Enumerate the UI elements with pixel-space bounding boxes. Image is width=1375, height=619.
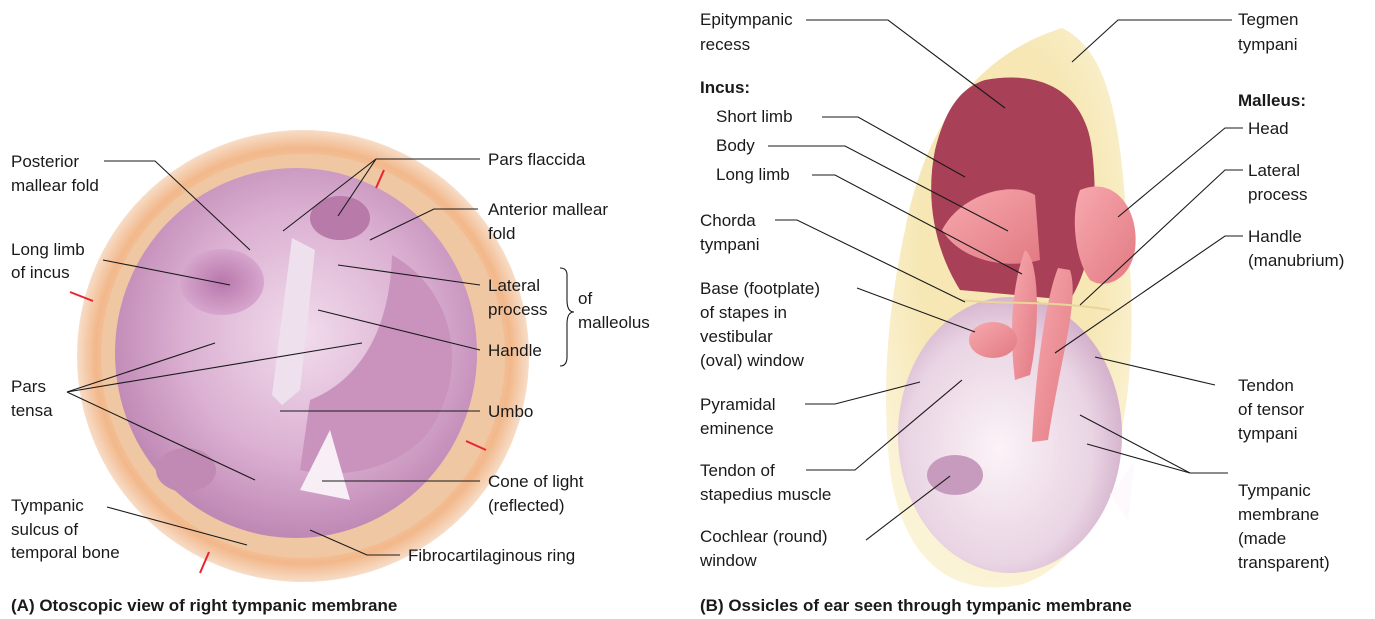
label-tegmen-tympani-1: Tegmen [1238, 10, 1298, 29]
label-tympanic-membrane-4: transparent) [1238, 553, 1330, 572]
label-long-limb: Long limb [716, 165, 790, 184]
ossicles-illustration [886, 28, 1136, 587]
label-handle: Handle [488, 341, 542, 360]
caption-panel-b: (B) Ossicles of ear seen through tympani… [700, 596, 1132, 615]
label-tendon-tensor-2: of tensor [1238, 400, 1304, 419]
label-long-limb-incus-1: Long limb [11, 240, 85, 259]
label-handle-manubrium-2: (manubrium) [1248, 251, 1344, 270]
leader-head [1118, 128, 1243, 217]
label-posterior-mallear-fold-2: mallear fold [11, 176, 99, 195]
label-fibrocartilaginous-ring: Fibrocartilaginous ring [408, 546, 575, 565]
label-tympanic-sulcus-3: temporal bone [11, 543, 120, 562]
label-epitympanic-recess-2: recess [700, 35, 750, 54]
label-posterior-mallear-fold-1: Posterior [11, 152, 79, 171]
label-cochlear-window-1: Cochlear (round) [700, 527, 828, 546]
label-chorda-tympani-1: Chorda [700, 211, 756, 230]
label-long-limb-incus-2: of incus [11, 263, 70, 282]
label-lateral-process-2: process [488, 300, 548, 319]
otoscopic-illustration [77, 130, 529, 582]
label-pars-tensa-1: Pars [11, 377, 46, 396]
label-lateral-process-b-1: Lateral [1248, 161, 1300, 180]
label-base-stapes-4: (oval) window [700, 351, 805, 370]
label-tendon-tensor-3: tympani [1238, 424, 1298, 443]
label-cochlear-window-2: window [699, 551, 757, 570]
label-base-stapes-2: of stapes in [700, 303, 787, 322]
label-pyramidal-eminence-1: Pyramidal [700, 395, 776, 414]
label-tympanic-membrane-1: Tympanic [1238, 481, 1311, 500]
round-window-shape [927, 455, 983, 495]
label-tympanic-sulcus-2: sulcus of [11, 520, 78, 539]
label-base-stapes-1: Base (footplate) [700, 279, 820, 298]
label-of-malleolus-2: malleolus [578, 313, 650, 332]
label-incus-heading: Incus: [700, 78, 750, 97]
label-base-stapes-3: vestibular [700, 327, 773, 346]
label-cone-of-light-1: Cone of light [488, 472, 584, 491]
malleus-head-shape [1075, 186, 1136, 283]
label-tympanic-membrane-3: (made [1238, 529, 1286, 548]
label-tympanic-membrane-2: membrane [1238, 505, 1319, 524]
label-tendon-stapedius-2: stapedius muscle [700, 485, 831, 504]
label-chorda-tympani-2: tympani [700, 235, 760, 254]
label-anterior-mallear-fold-2: fold [488, 224, 515, 243]
label-tendon-stapedius-1: Tendon of [700, 461, 775, 480]
label-head: Head [1248, 119, 1289, 138]
label-lateral-process-b-2: process [1248, 185, 1308, 204]
label-lateral-process-1: Lateral [488, 276, 540, 295]
label-tympanic-sulcus-1: Tympanic [11, 496, 84, 515]
label-malleus-heading: Malleus: [1238, 91, 1306, 110]
malleolus-brace [560, 268, 574, 366]
label-pars-flaccida: Pars flaccida [488, 150, 586, 169]
inferior-shadow-shape [156, 448, 216, 492]
label-of-malleolus-1: of [578, 289, 592, 308]
epitympanic-recess-shape [931, 78, 1094, 300]
label-short-limb: Short limb [716, 107, 793, 126]
leader-tegmen-tympani [1072, 20, 1232, 62]
caption-panel-a: (A) Otoscopic view of right tympanic mem… [11, 596, 397, 615]
label-pars-tensa-2: tensa [11, 401, 53, 420]
label-tendon-tensor-1: Tendon [1238, 376, 1294, 395]
label-umbo: Umbo [488, 402, 533, 421]
label-pyramidal-eminence-2: eminence [700, 419, 774, 438]
stapes-shape [969, 322, 1017, 358]
incus-shadow-shape [180, 249, 264, 315]
label-body: Body [716, 136, 755, 155]
label-tegmen-tympani-2: tympani [1238, 35, 1298, 54]
label-cone-of-light-2: (reflected) [488, 496, 565, 515]
label-handle-manubrium-1: Handle [1248, 227, 1302, 246]
label-anterior-mallear-fold-1: Anterior mallear [488, 200, 608, 219]
label-epitympanic-recess-1: Epitympanic [700, 10, 793, 29]
